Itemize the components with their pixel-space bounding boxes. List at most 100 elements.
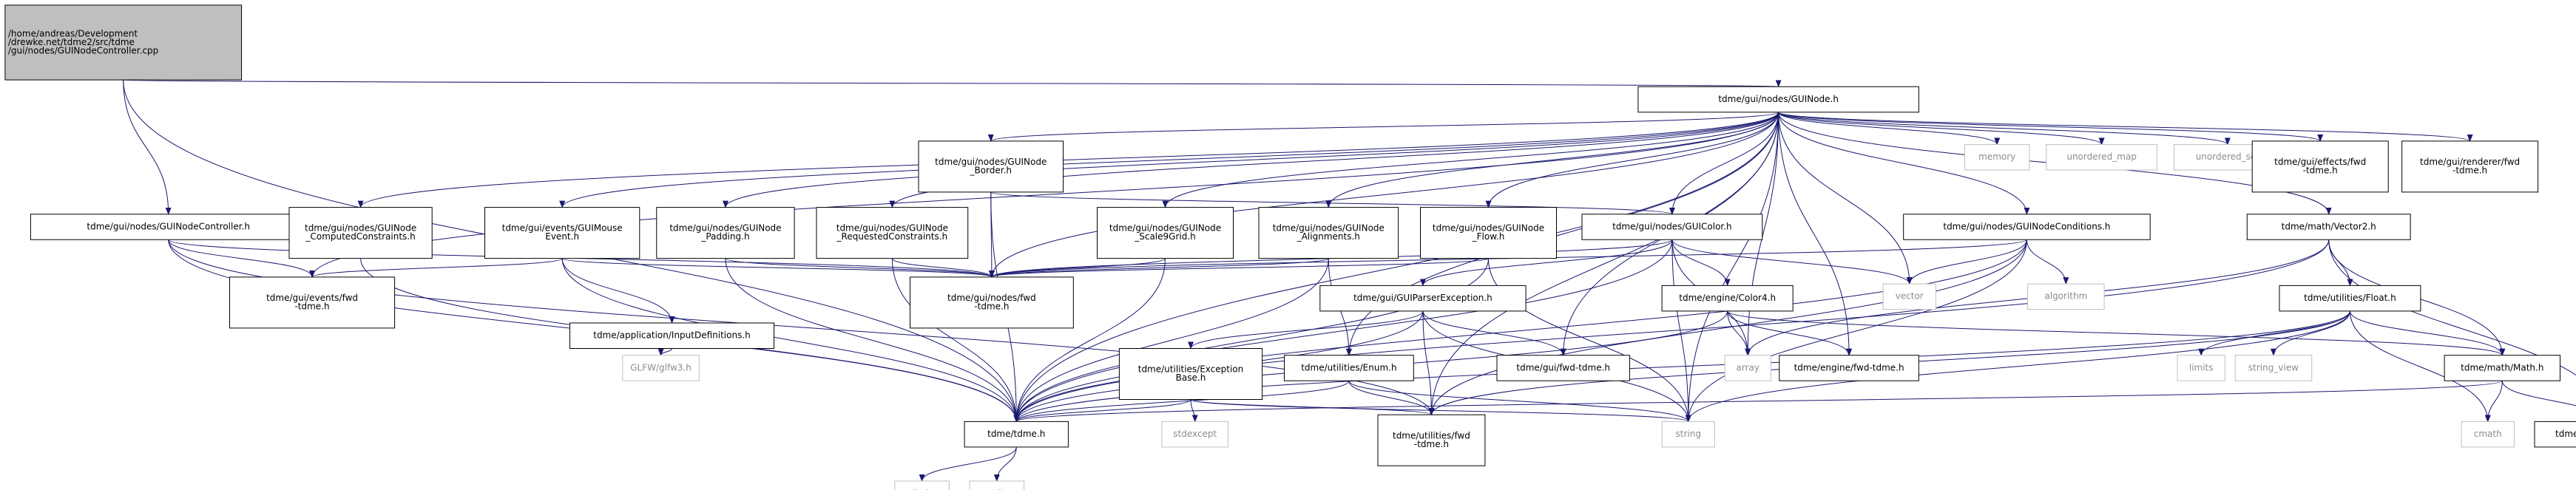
edge-guinode-to-padding	[723, 112, 1779, 208]
node-box-enginefwd	[1779, 355, 1919, 381]
node-box-cstdint	[969, 480, 1025, 490]
node-label-padding: tdme/gui/nodes/GUINode	[669, 223, 781, 234]
edge-guinode-to-tdmeh	[1013, 112, 1779, 423]
edge-enum-to-tdmeh	[1013, 380, 1350, 423]
node-enum[interactable]: tdme/utilities/Enum.h	[1284, 355, 1414, 381]
node-color4[interactable]: tdme/engine/Color4.h	[1661, 285, 1794, 312]
edge-requested-to-nodesfwd	[891, 258, 995, 278]
edge-padding-to-tdmeh	[725, 258, 1020, 423]
node-label-effectsfwd: -tdme.h	[2303, 166, 2338, 176]
node-float[interactable]: tdme/utilities/Float.h	[2279, 285, 2421, 312]
node-label-uset: unordered_set	[2196, 152, 2260, 162]
edge-guinode-to-enginefwd	[1778, 112, 1853, 356]
edge-alignments-to-tdmeh	[1013, 258, 1329, 423]
node-box-stdexcept	[1161, 421, 1229, 448]
node-padding[interactable]: tdme/gui/nodes/GUINode_Padding.h	[656, 207, 795, 259]
node-label-glfw3: GLFW/glfw3.h	[630, 362, 692, 372]
node-cstdint: cstdint	[969, 480, 1025, 490]
node-box-umap	[2046, 144, 2157, 171]
node-box-memory	[1964, 144, 2030, 171]
node-guinodecontroller[interactable]: tdme/gui/nodes/GUINodeController.h	[30, 214, 307, 240]
edge-guinode-to-effectsfwd	[1778, 112, 2323, 142]
edge-guinode-to-border	[988, 112, 1779, 142]
node-box-vector2	[2246, 214, 2411, 240]
node-label-nodesfwd: -tdme.h	[974, 302, 1009, 312]
node-label-guinode: tdme/gui/nodes/GUINode.h	[1718, 94, 1839, 104]
node-algorithm: algorithm	[2027, 283, 2105, 310]
node-box-cmath	[2461, 421, 2515, 448]
edge-tdmeh-to-cstdint	[993, 446, 1017, 482]
node-nodesfwd[interactable]: tdme/gui/nodes/fwd-tdme.h	[910, 276, 1074, 329]
node-root[interactable]: /home/andreas/Development/drewke.net/tdm…	[4, 4, 243, 81]
node-box-conditions	[1903, 214, 2151, 240]
node-scale9[interactable]: tdme/gui/nodes/GUINode_Scale9Grid.h	[1097, 207, 1234, 259]
edge-conditions-to-string	[1685, 239, 2027, 423]
node-label-requested: tdme/gui/nodes/GUINode	[836, 223, 948, 234]
edge-root-to-guinodecontroller	[123, 80, 172, 215]
node-box-guinode	[1637, 86, 1919, 113]
node-box-array	[1724, 355, 1771, 381]
edge-guinode-to-scale9	[1162, 112, 1779, 208]
node-box-eventsfwd	[229, 276, 396, 329]
node-box-mouseevent	[484, 207, 640, 259]
node-mathh[interactable]: tdme/math/Math.h	[2444, 355, 2561, 381]
node-label-stdexcept: stdexcept	[1173, 429, 1217, 439]
edge-guinode-to-conditions	[1778, 112, 2030, 215]
edge-float-to-tdmeh	[1013, 310, 2350, 423]
node-parserexception[interactable]: tdme/gui/GUIParserException.h	[1319, 285, 1527, 312]
node-label-mouseevent: tdme/gui/events/GUIMouse	[502, 223, 623, 234]
node-flow[interactable]: tdme/gui/nodes/GUINode_Flow.h	[1420, 207, 1557, 259]
edge-guinode-to-flow	[1485, 112, 1779, 208]
node-label-padding: _Padding.h	[700, 231, 749, 242]
node-inputdefs[interactable]: tdme/application/InputDefinitions.h	[569, 322, 774, 349]
node-box-tdmeh	[964, 421, 1069, 448]
node-eventsfwd[interactable]: tdme/gui/events/fwd-tdme.h	[229, 276, 396, 329]
node-box-exceptionbase	[1118, 348, 1263, 400]
node-label-flow: tdme/gui/nodes/GUINode	[1433, 223, 1544, 234]
node-requested[interactable]: tdme/gui/nodes/GUINode_RequestedConstrai…	[816, 207, 969, 259]
edge-guinode-to-array	[1745, 112, 1779, 356]
node-mathfwd[interactable]: tdme/math/fwd-tdme.h	[2534, 421, 2576, 448]
node-tdmeh[interactable]: tdme/tdme.h	[964, 421, 1069, 448]
node-array: array	[1724, 355, 1771, 381]
node-box-climits	[894, 480, 950, 490]
node-label-utilfwd: tdme/utilities/fwd	[1393, 430, 1470, 440]
node-border[interactable]: tdme/gui/nodes/GUINode_Border.h	[918, 140, 1064, 193]
node-label-vector2: tdme/math/Vector2.h	[2282, 221, 2376, 231]
node-guinode[interactable]: tdme/gui/nodes/GUINode.h	[1637, 86, 1919, 113]
node-utilfwd[interactable]: tdme/utilities/fwd-tdme.h	[1377, 414, 1486, 466]
node-computed[interactable]: tdme/gui/nodes/GUINode_ComputedConstrain…	[288, 207, 433, 259]
edge-flow-to-nodesfwd	[989, 258, 1489, 278]
edge-parserexception-to-utilfwd	[1422, 310, 1435, 416]
node-conditions[interactable]: tdme/gui/nodes/GUINodeConditions.h	[1903, 214, 2151, 240]
node-label-stringview: string_view	[2248, 362, 2299, 372]
node-string: string	[1661, 421, 1715, 448]
node-guifwd[interactable]: tdme/gui/fwd-tdme.h	[1496, 355, 1630, 381]
node-guicolor[interactable]: tdme/gui/nodes/GUIColor.h	[1581, 214, 1763, 240]
node-label-cstdint: cstdint	[981, 489, 1012, 490]
node-label-guinodecontroller: tdme/gui/nodes/GUINodeController.h	[87, 221, 250, 231]
node-label-conditions: tdme/gui/nodes/GUINodeConditions.h	[1943, 221, 2110, 231]
node-label-inputdefs: tdme/application/InputDefinitions.h	[593, 330, 751, 341]
edge-guinode-to-computed	[357, 112, 1779, 208]
node-vector2[interactable]: tdme/math/Vector2.h	[2246, 214, 2411, 240]
edge-guinode-to-uset	[1778, 112, 2231, 146]
node-label-utilfwd: -tdme.h	[1414, 439, 1449, 449]
edge-mouseevent-to-nodesfwd	[561, 258, 995, 278]
node-effectsfwd[interactable]: tdme/gui/effects/fwd-tdme.h	[2251, 140, 2389, 193]
edge-guinode-to-rendererfwd	[1778, 112, 2473, 142]
edge-guinode-to-utilfwd	[1428, 112, 1779, 416]
node-umap: unordered_map	[2046, 144, 2157, 171]
node-label-exceptionbase: Base.h	[1176, 372, 1206, 383]
node-alignments[interactable]: tdme/gui/nodes/GUINode_Alignments.h	[1258, 207, 1399, 259]
node-rendererfwd[interactable]: tdme/gui/renderer/fwd-tdme.h	[2401, 140, 2539, 193]
nodes-layer: /home/andreas/Development/drewke.net/tdm…	[4, 4, 2576, 490]
node-box-utilfwd	[1377, 414, 1486, 466]
edge-alignments-to-nodesfwd	[989, 258, 1329, 278]
edge-float-to-mathh	[2349, 310, 2506, 356]
node-enginefwd[interactable]: tdme/engine/fwd-tdme.h	[1779, 355, 1919, 381]
edge-color4-to-array	[1727, 310, 1751, 356]
edge-guicolor-to-tdmeh	[1013, 239, 1673, 423]
